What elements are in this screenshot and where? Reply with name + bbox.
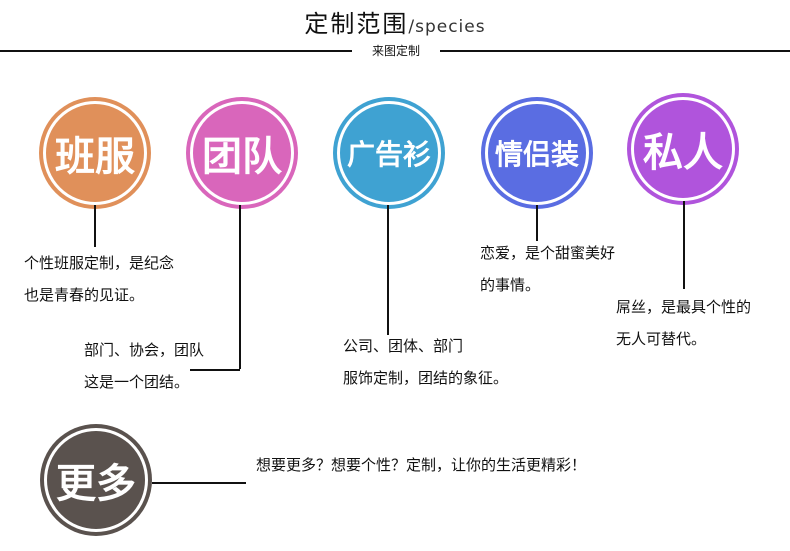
category-siren-badge[interactable]: 私人: [627, 93, 739, 205]
divider-right: [440, 50, 790, 52]
desc-line: 服饰定制，团结的象征。: [343, 369, 509, 387]
category-tuandui-badge[interactable]: 团队: [186, 97, 298, 209]
connector-guanggaoshan: [387, 205, 389, 335]
subtitle: 来图定制: [371, 44, 420, 58]
category-tuandui-desc: 部门、协会，团队 这是一个团结。: [84, 334, 204, 398]
category-guanggaoshan-label: 广告衫: [337, 101, 441, 205]
desc-line: 公司、团体、部门: [343, 337, 464, 355]
desc-line: 屌丝，是最具个性的: [616, 298, 752, 316]
connector-qinglvzhuang: [536, 205, 538, 241]
more-text: 想要更多？想要个性？定制，让你的生活更精彩！: [256, 456, 587, 474]
desc-line: 恋爱，是个甜蜜美好: [480, 244, 616, 262]
category-qinglvzhuang-label: 情侣装: [485, 101, 589, 205]
category-tuandui-label: 团队: [190, 101, 294, 205]
connector-siren: [683, 201, 685, 289]
category-banfu-badge[interactable]: 班服: [39, 97, 151, 209]
desc-line: 个性班服定制，是纪念: [24, 254, 175, 272]
more-badge[interactable]: 更多: [40, 424, 152, 536]
category-guanggaoshan-desc: 公司、团体、部门 服饰定制，团结的象征。: [343, 330, 508, 394]
desc-line: 部门、协会，团队: [84, 341, 205, 359]
more-label: 更多: [44, 428, 148, 532]
category-siren-label: 私人: [631, 97, 735, 201]
desc-line: 的事情。: [480, 276, 541, 294]
connector-banfu: [94, 205, 96, 247]
divider-left: [0, 50, 352, 52]
title-suffix: /species: [408, 17, 486, 37]
category-qinglvzhuang-desc: 恋爱，是个甜蜜美好 的事情。: [480, 237, 615, 301]
desc-line: 这是一个团结。: [84, 373, 190, 391]
desc-line: 无人可替代。: [616, 330, 707, 348]
category-guanggaoshan-badge[interactable]: 广告衫: [333, 97, 445, 209]
category-siren-desc: 屌丝，是最具个性的 无人可替代。: [616, 291, 751, 355]
title-text: 定制范围: [304, 10, 409, 38]
desc-line: 也是青春的见证。: [24, 286, 145, 304]
category-banfu-desc: 个性班服定制，是纪念 也是青春的见证。: [24, 247, 174, 311]
connector-tuandui-horizontal: [190, 369, 240, 371]
page-title: 定制范围/species: [0, 4, 790, 39]
connector-tuandui-vertical: [239, 205, 241, 369]
connector-more: [152, 482, 246, 484]
category-qinglvzhuang-badge[interactable]: 情侣装: [481, 97, 593, 209]
category-banfu-label: 班服: [43, 101, 147, 205]
